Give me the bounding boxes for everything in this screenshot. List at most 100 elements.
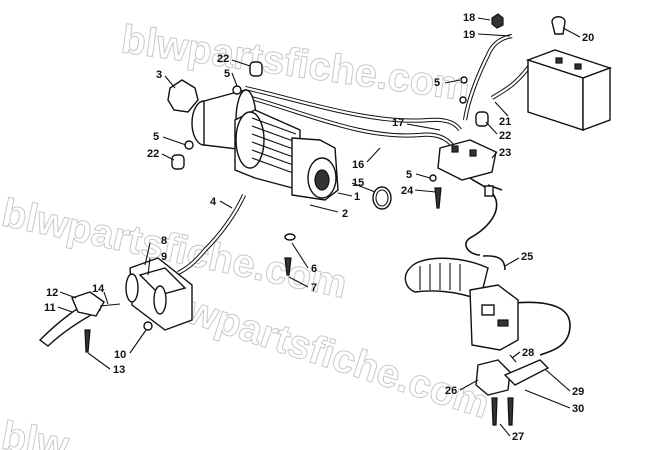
winch-drum-coils: [251, 117, 297, 175]
leader-28: [511, 351, 521, 359]
nut-5-top: [232, 85, 242, 95]
callout-29: 29: [572, 386, 584, 398]
callout-15: 15: [352, 177, 364, 189]
leader-30: [524, 389, 571, 409]
callout-20: 20: [582, 32, 594, 44]
callout-2: 2: [342, 208, 348, 220]
drum-coil-5: [251, 149, 297, 167]
screw-27a: [491, 397, 498, 426]
drum-coil-1: [251, 117, 297, 135]
cable-19: [462, 33, 513, 121]
leader-lines: [57, 17, 581, 437]
boot-22-left: [171, 154, 185, 170]
callout-5-right: 5: [434, 77, 440, 89]
leader-13: [87, 352, 111, 370]
leader-8: [144, 242, 151, 266]
callout-6: 6: [311, 263, 317, 275]
winch-drum-end: [235, 111, 265, 169]
winch-assembly: [167, 61, 392, 276]
bolt-18: [491, 13, 504, 29]
leader-19: [477, 33, 511, 37]
handlebar-switch: [404, 257, 550, 426]
mount-26: [475, 359, 511, 396]
callout-22-top: 22: [217, 53, 229, 65]
switch-button: [481, 304, 495, 316]
leader-7: [288, 276, 309, 288]
leader-23: [491, 151, 498, 159]
cable-4-inner: [177, 194, 246, 274]
mount-bracket-9: [138, 267, 187, 296]
callout-8: 8: [161, 235, 167, 247]
winch-clutch-knob: [314, 169, 330, 191]
connector-plug: [484, 185, 494, 197]
callout-22-left: 22: [147, 148, 159, 160]
bolt-24: [434, 187, 442, 209]
callout-1: 1: [354, 191, 360, 203]
callout-4: 4: [210, 196, 217, 208]
contactor-assembly: [429, 76, 497, 209]
leader-9: [147, 257, 151, 276]
wire-handlebar: [497, 301, 571, 356]
leader-14: [103, 291, 109, 305]
leader-5d: [415, 173, 431, 179]
bolt-7: [284, 257, 292, 276]
winch-cover-3: [167, 79, 199, 113]
callout-18: 18: [463, 12, 475, 24]
leader-15: [351, 182, 376, 193]
callout-25: 25: [521, 251, 533, 263]
handlebar-grip: [404, 257, 489, 301]
watermark-bottom: blw: [0, 414, 73, 450]
bolt-10: [143, 321, 153, 331]
callout-7: 7: [311, 282, 317, 294]
callout-22-right: 22: [499, 130, 511, 142]
cable-19-inner: [463, 34, 513, 121]
switch-detail: [497, 319, 509, 327]
nut-5-right-2: [459, 96, 467, 104]
callout-17: 17: [392, 117, 404, 129]
battery-terminal-2: [574, 63, 582, 70]
leader-25: [504, 257, 520, 267]
leader-10: [129, 329, 147, 354]
leader-1: [337, 192, 353, 197]
nut-5-left: [184, 140, 194, 150]
leader-18: [477, 17, 491, 21]
leader-26: [459, 379, 479, 391]
drum-coil-4: [251, 141, 297, 159]
leader-16: [366, 147, 381, 163]
contactor-23: [437, 139, 497, 181]
callout-5-left: 5: [153, 131, 159, 143]
leader-17: [406, 123, 441, 131]
terminal-cap-20: [551, 16, 566, 35]
leader-3: [164, 75, 176, 89]
leader-27: [499, 423, 511, 437]
leader-24: [414, 189, 437, 193]
callout-24: 24: [401, 185, 414, 197]
callouts: 1 2 3 4 5 5 5 5 6 7 8 9 10 11 12 13 14 1…: [44, 12, 594, 443]
leader-20: [562, 27, 581, 38]
callout-21: 21: [499, 116, 511, 128]
screw-27b: [507, 397, 514, 426]
pin-13: [84, 329, 91, 353]
leader-6: [291, 242, 309, 269]
callout-16: 16: [352, 159, 364, 171]
nut-5-right-1: [460, 76, 468, 84]
leader-2: [309, 204, 339, 213]
wire-25b: [482, 255, 506, 271]
callout-14: 14: [92, 283, 105, 295]
callout-19: 19: [463, 29, 475, 41]
leader-5c: [444, 79, 461, 84]
callout-5-top: 5: [224, 68, 230, 80]
drum-coil-6: [251, 157, 297, 175]
boot-22-top: [249, 61, 263, 77]
callout-3: 3: [156, 69, 162, 81]
leader-22c: [485, 121, 498, 135]
switch-mount-assembly: [38, 257, 193, 353]
leader-11: [57, 306, 73, 313]
contactor-post-a: [451, 145, 459, 153]
leader-5b: [162, 136, 187, 146]
watermark: blwpartsfiche.com blwpartsfiche.com blwp…: [0, 17, 495, 450]
roller-right: [153, 285, 167, 315]
callout-27: 27: [512, 431, 524, 443]
callout-26: 26: [445, 385, 457, 397]
